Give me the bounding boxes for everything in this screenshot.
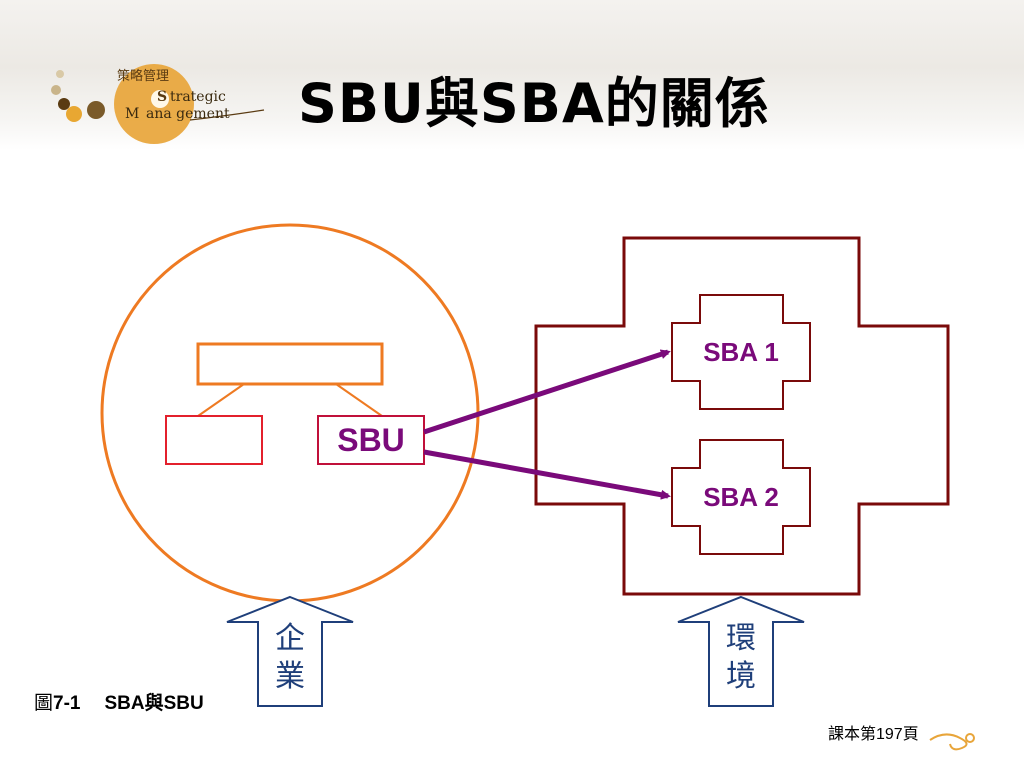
sba2-cross bbox=[671, 439, 811, 555]
logo-initial-m: M bbox=[125, 106, 140, 122]
logo-dot bbox=[87, 101, 105, 119]
arrow-sbu-to-sba1 bbox=[423, 349, 671, 435]
sbu-label: SBU bbox=[337, 422, 405, 458]
sba1-cross bbox=[671, 294, 811, 410]
environment-cross bbox=[534, 236, 950, 596]
sba2-label: SBA 2 bbox=[703, 482, 779, 512]
logo-initial-s: S bbox=[156, 89, 168, 105]
org-left-box bbox=[165, 415, 263, 465]
slide-title: SBU與SBA的關係 bbox=[298, 72, 770, 135]
enterprise-arrow-label: 企業 bbox=[275, 621, 305, 694]
enterprise-circle bbox=[100, 223, 480, 603]
page-ref-dot-icon bbox=[965, 733, 975, 743]
figure-number: 7-1 bbox=[53, 693, 81, 714]
sba1-label: SBA 1 bbox=[703, 337, 779, 367]
logo-text-management: ana gement bbox=[146, 106, 230, 122]
org-connector-left bbox=[197, 383, 245, 417]
sbu-box bbox=[317, 415, 425, 465]
arrow-sbu-to-sba2 bbox=[423, 449, 671, 500]
page-ref-swirl-icon bbox=[929, 733, 968, 751]
logo-swoosh bbox=[189, 109, 265, 121]
org-top-box bbox=[196, 342, 384, 386]
logo-text-strategic: trategic bbox=[170, 89, 226, 105]
figure-prefix: 圖 bbox=[34, 693, 54, 714]
logo-dot bbox=[66, 106, 82, 122]
logo-chinese-text: 策略管理 bbox=[117, 69, 170, 84]
logo-s-circle bbox=[151, 90, 169, 108]
enterprise-up-arrow bbox=[226, 595, 354, 707]
logo-dot bbox=[56, 70, 64, 78]
strategic-management-logo bbox=[40, 52, 280, 152]
figure-text: SBA與SBU bbox=[104, 693, 204, 714]
figure-caption: 圖7-1 SBA與SBU bbox=[34, 688, 204, 715]
logo-dot bbox=[51, 85, 61, 95]
environment-up-arrow bbox=[677, 595, 805, 707]
org-connector-right bbox=[335, 383, 383, 417]
logo-dot bbox=[58, 98, 70, 110]
textbook-page-reference: 課本第197頁 bbox=[828, 726, 919, 743]
environment-arrow-label: 環境 bbox=[726, 621, 756, 694]
